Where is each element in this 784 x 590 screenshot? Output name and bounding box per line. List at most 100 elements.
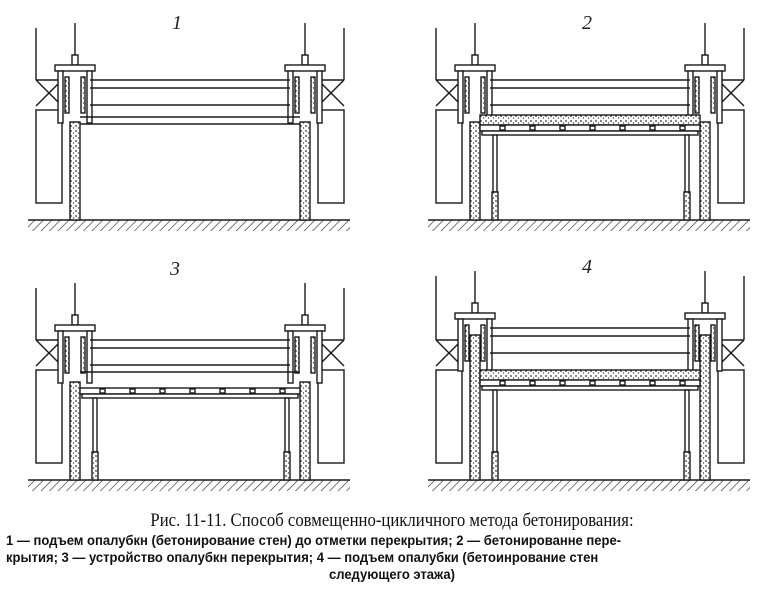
beam xyxy=(589,125,596,131)
yoke-leg xyxy=(486,318,493,372)
concrete-wall xyxy=(699,334,711,481)
yoke-beam xyxy=(284,64,326,72)
prop-jack xyxy=(491,451,499,481)
jack xyxy=(471,302,479,314)
formwork-beam xyxy=(481,130,699,136)
scaffold-box xyxy=(717,369,745,464)
yoke-beam xyxy=(684,312,726,320)
caption-title: Рис. 11-11. Способ совмещенно-цикличного… xyxy=(150,510,634,531)
panel-2 xyxy=(428,23,750,231)
yoke-beam xyxy=(54,64,96,72)
form-panel xyxy=(694,324,700,362)
beam xyxy=(189,388,196,394)
form-panel xyxy=(310,76,316,114)
form-panel xyxy=(710,324,716,362)
form-panel xyxy=(80,336,86,374)
beam xyxy=(219,388,226,394)
panel-label-4: 4 xyxy=(582,256,592,278)
form-panel xyxy=(64,76,70,114)
form-panel xyxy=(294,76,300,114)
concrete-wall xyxy=(299,381,311,481)
concrete-wall xyxy=(469,121,481,221)
concrete-slab xyxy=(479,369,701,381)
yoke-leg xyxy=(287,330,294,384)
prop-jack xyxy=(491,191,499,221)
prop-jack xyxy=(91,451,99,481)
ground-hatch xyxy=(28,220,350,231)
yoke-beam xyxy=(454,312,496,320)
concrete-wall xyxy=(699,121,711,221)
formwork-diagram xyxy=(28,23,750,491)
form-panel xyxy=(480,324,486,362)
panel-3 xyxy=(28,283,350,491)
caption-legend-line-2: крытия; 3 — устройство опалубкн перекрыт… xyxy=(6,549,599,565)
prop-jack xyxy=(283,451,291,481)
yoke-leg xyxy=(687,318,694,372)
prop xyxy=(492,134,498,193)
yoke-leg xyxy=(86,70,93,124)
caption-legend-line-3: следующего этажа) xyxy=(328,566,456,582)
prop xyxy=(92,397,98,453)
prop xyxy=(284,397,290,453)
yoke-leg xyxy=(86,330,93,384)
jack xyxy=(471,54,479,66)
scaffold-box xyxy=(35,109,63,204)
beam xyxy=(559,380,566,386)
form-panel xyxy=(64,336,70,374)
yoke-leg xyxy=(716,70,723,124)
beam xyxy=(559,125,566,131)
jack xyxy=(301,54,309,66)
beam xyxy=(679,380,686,386)
concrete-wall xyxy=(69,121,81,221)
beam xyxy=(529,125,536,131)
beam xyxy=(649,125,656,131)
beam xyxy=(249,388,256,394)
scaffold-box xyxy=(717,109,745,204)
jack xyxy=(71,314,79,326)
yoke-leg xyxy=(57,70,64,124)
formwork-beam xyxy=(81,393,299,399)
yoke-leg xyxy=(316,70,323,124)
form-panel xyxy=(294,336,300,374)
beam xyxy=(589,380,596,386)
yoke-leg xyxy=(457,70,464,124)
beam xyxy=(499,125,506,131)
jack xyxy=(701,54,709,66)
yoke-beam xyxy=(454,64,496,72)
beam xyxy=(649,380,656,386)
panel-label-2: 2 xyxy=(582,12,592,34)
form-panel xyxy=(310,336,316,374)
ground-hatch xyxy=(428,480,750,491)
concrete-wall xyxy=(299,121,311,221)
jack xyxy=(71,54,79,66)
prop xyxy=(684,134,690,193)
beam xyxy=(129,388,136,394)
form-panel xyxy=(710,76,716,114)
yoke-leg xyxy=(457,318,464,372)
figure-caption: Рис. 11-11. Способ совмещенно-цикличного… xyxy=(0,510,784,583)
scaffold-box xyxy=(435,109,463,204)
beam xyxy=(619,380,626,386)
jack xyxy=(701,302,709,314)
beam xyxy=(619,125,626,131)
beam xyxy=(499,380,506,386)
prop xyxy=(684,389,690,453)
yoke-beam xyxy=(284,324,326,332)
form-panel xyxy=(80,76,86,114)
form-panel xyxy=(464,76,470,114)
form-panel xyxy=(694,76,700,114)
panel-label-3: 3 xyxy=(170,258,180,280)
concrete-slab xyxy=(479,114,701,126)
form-panel xyxy=(464,324,470,362)
beam xyxy=(679,125,686,131)
scaffold-box xyxy=(435,369,463,464)
beam xyxy=(99,388,106,394)
scaffold-box xyxy=(317,109,345,204)
yoke-beam xyxy=(54,324,96,332)
scaffold-box xyxy=(35,369,63,464)
ground-hatch xyxy=(28,480,350,491)
panel-1 xyxy=(28,23,350,231)
panel-label-1: 1 xyxy=(172,12,182,34)
yoke-leg xyxy=(716,318,723,372)
scaffold-box xyxy=(317,369,345,464)
